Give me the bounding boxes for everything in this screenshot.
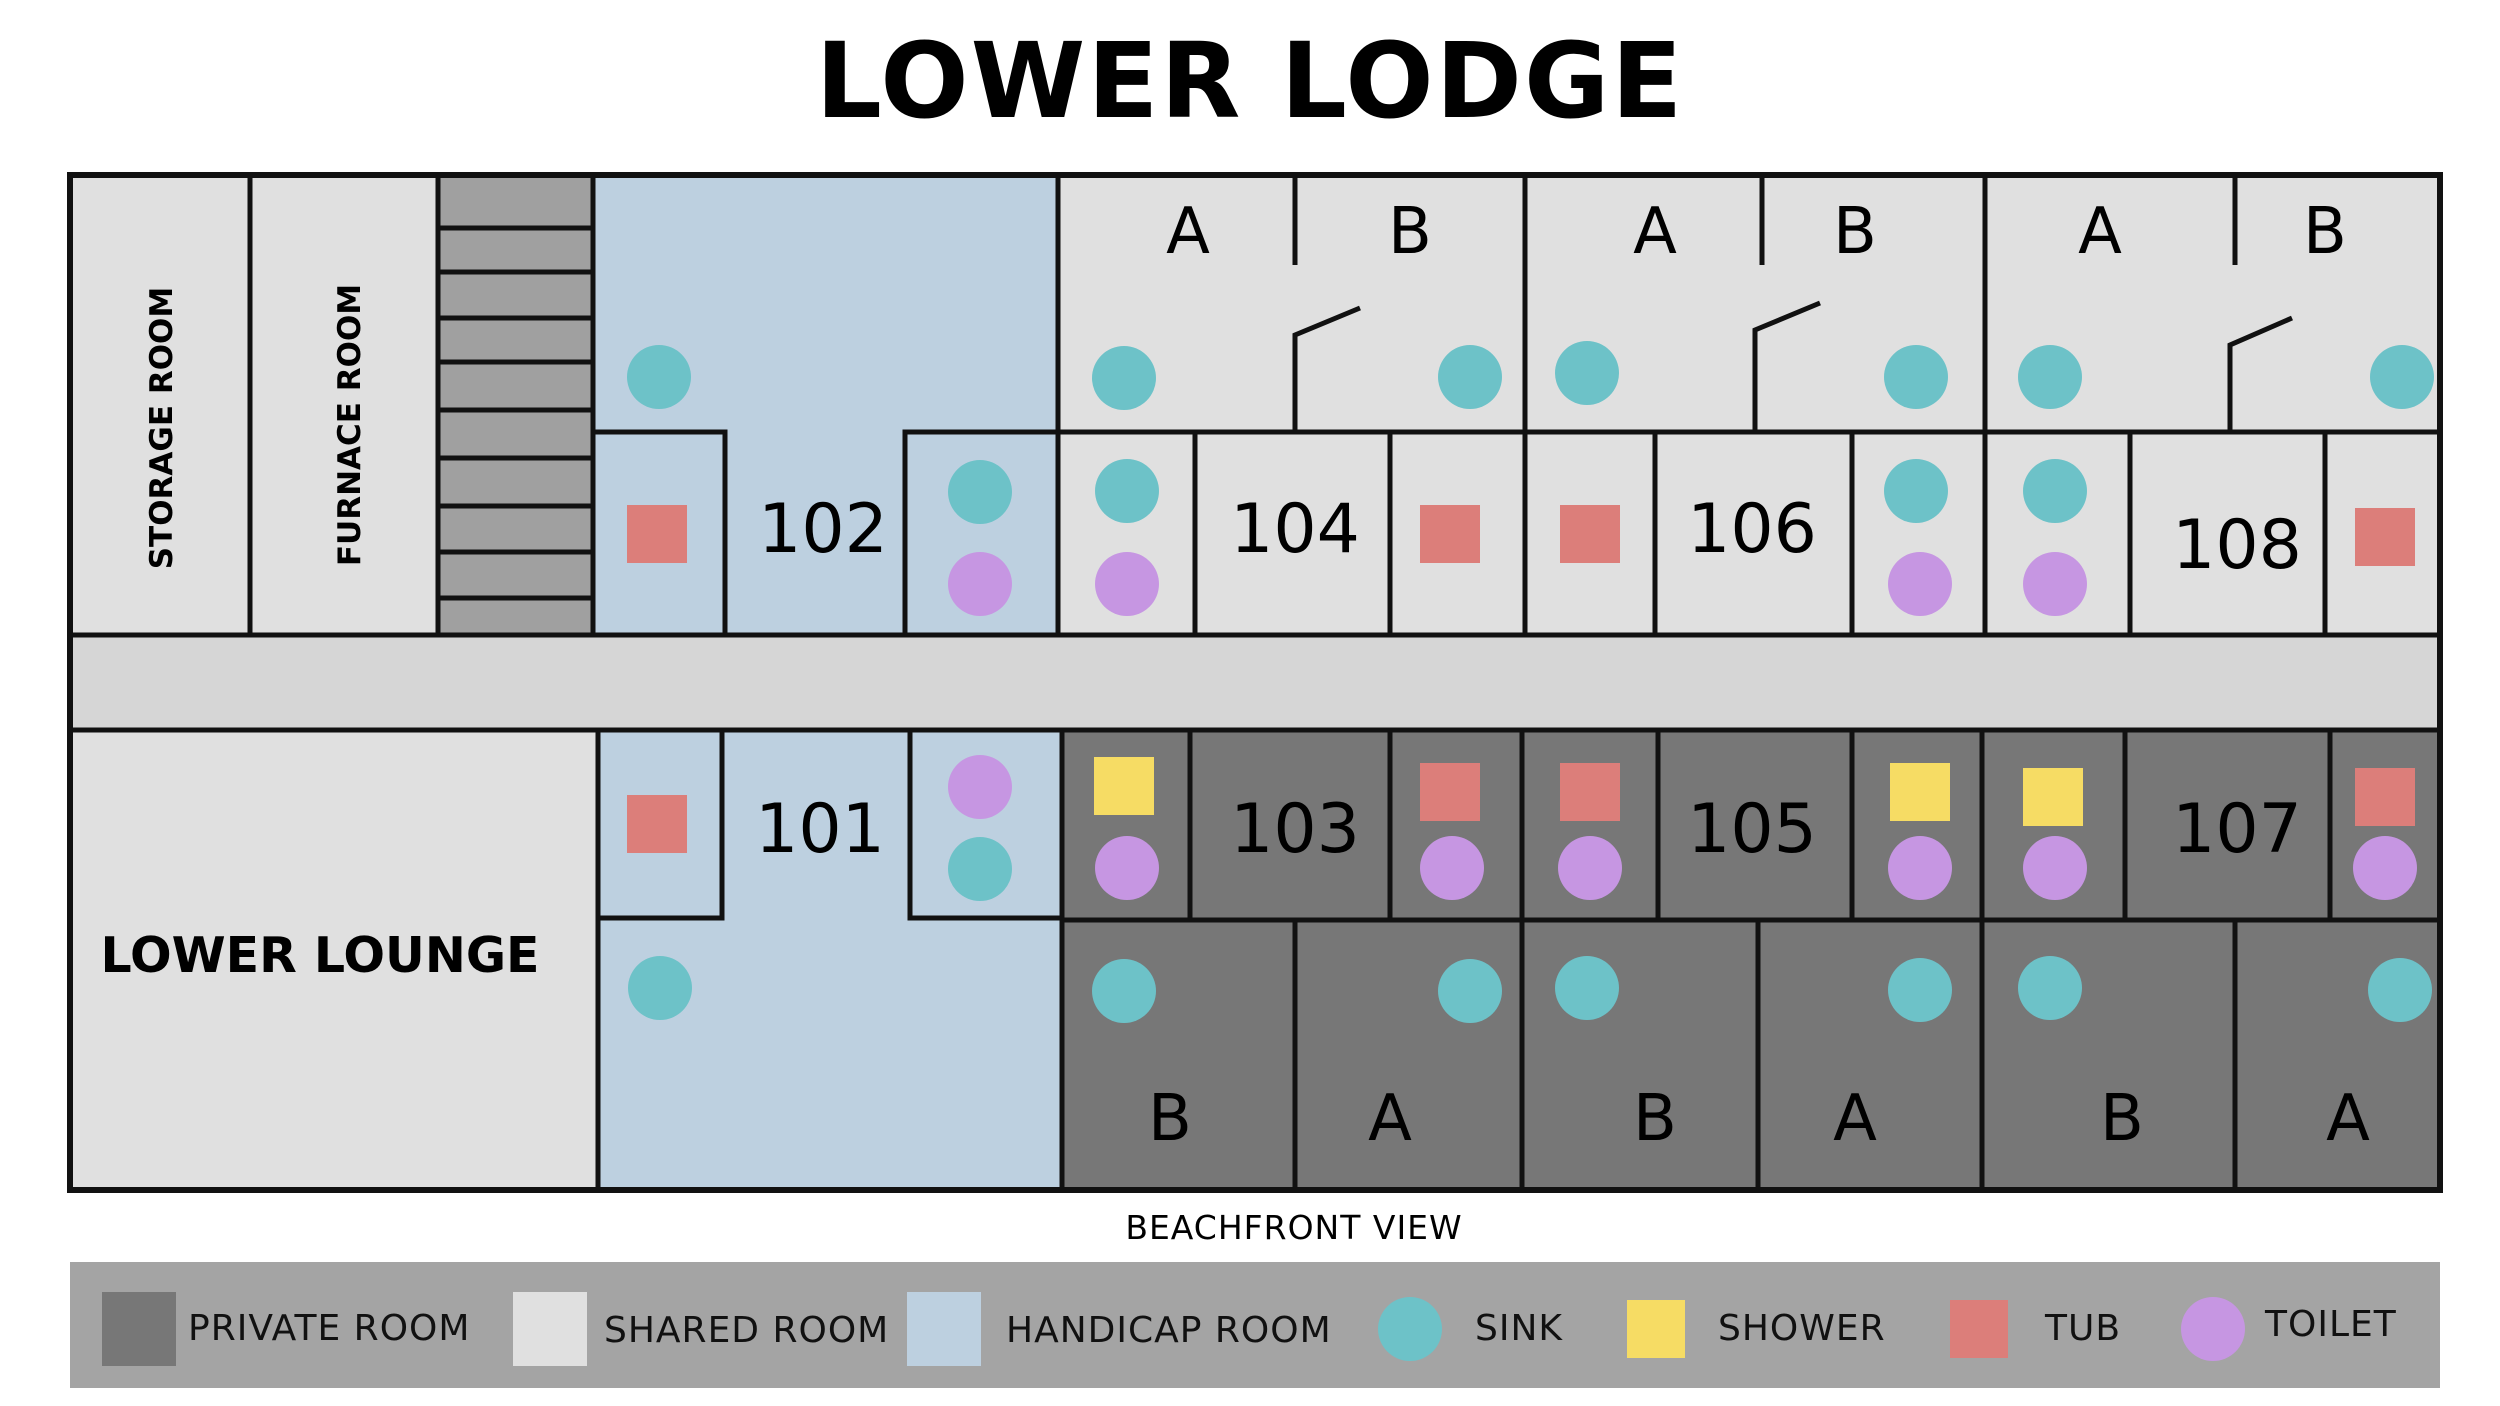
sink-icon — [1092, 346, 1156, 410]
sink-icon — [2370, 345, 2434, 409]
beachfront-view-label: BEACHFRONT VIEW — [1125, 1208, 1463, 1247]
bed-b-label: B — [2100, 1082, 2144, 1156]
sink-icon — [628, 956, 692, 1020]
legend-label: TOILET — [2265, 1304, 2397, 1345]
legend-label: SHOWER — [1718, 1308, 1886, 1349]
room-105-label: 105 — [1687, 790, 1817, 869]
room-106-label: 106 — [1687, 490, 1817, 569]
sink-icon — [1884, 459, 1948, 523]
bed-a-label: A — [1166, 195, 1210, 269]
top-shared-rooms-fill — [1058, 175, 2440, 635]
sink-icon — [2018, 345, 2082, 409]
room-107-label: 107 — [2172, 790, 2302, 869]
legend-label: PRIVATE ROOM — [188, 1308, 471, 1349]
furnace-room-fill — [250, 175, 438, 635]
tub-icon — [627, 505, 687, 563]
sink-icon — [1438, 959, 1502, 1023]
toilet-icon — [2353, 836, 2417, 900]
sink-icon — [1884, 345, 1948, 409]
room-108-label: 108 — [2172, 506, 2302, 585]
lounge-fill — [70, 730, 598, 1190]
legend-label: SHARED ROOM — [604, 1310, 890, 1351]
shower-icon — [1094, 757, 1154, 815]
private-room-swatch — [102, 1292, 176, 1366]
room-fills — [70, 175, 2440, 1190]
sink-icon — [1555, 956, 1619, 1020]
sink-icon — [948, 837, 1012, 901]
bottom-private-rooms-fill — [1062, 730, 2440, 1190]
shower-icon — [1890, 763, 1950, 821]
toilet-icon — [2181, 1297, 2245, 1361]
tub-icon — [627, 795, 687, 853]
room-103-label: 103 — [1230, 790, 1360, 869]
toilet-icon — [1095, 552, 1159, 616]
legend-label: HANDICAP ROOM — [1006, 1310, 1332, 1351]
room-101-label: 101 — [755, 790, 885, 869]
sink-icon — [1438, 345, 1502, 409]
sink-icon — [2368, 958, 2432, 1022]
sink-icon — [1092, 959, 1156, 1023]
toilet-icon — [1095, 836, 1159, 900]
furnace-room-label: FURNACE ROOM — [332, 284, 368, 566]
room-102-label: 102 — [758, 490, 888, 569]
hallway-fill — [70, 635, 2440, 730]
sink-icon — [948, 460, 1012, 524]
legend-label: TUB — [2045, 1308, 2122, 1349]
tub-icon — [1420, 505, 1480, 563]
toilet-icon — [1558, 836, 1622, 900]
room-104-label: 104 — [1230, 490, 1360, 569]
shared-room-swatch — [513, 1292, 587, 1366]
legend: PRIVATE ROOM SHARED ROOM HANDICAP ROOM S… — [70, 1262, 2440, 1388]
tub-icon — [1950, 1300, 2008, 1358]
toilet-icon — [2023, 836, 2087, 900]
handicap-room-swatch — [907, 1292, 981, 1366]
bed-b-label: B — [1148, 1082, 1192, 1156]
stairs — [438, 225, 593, 601]
walls — [67, 172, 2443, 1193]
tub-icon — [1560, 505, 1620, 563]
bed-b-label: B — [1633, 1082, 1677, 1156]
bed-a-label: A — [2078, 195, 2122, 269]
sink-icon — [1888, 958, 1952, 1022]
shower-icon — [1627, 1300, 1685, 1358]
fixtures — [627, 341, 2434, 1023]
tub-icon — [2355, 768, 2415, 826]
tub-icon — [1560, 763, 1620, 821]
bed-b-label: B — [2303, 195, 2347, 269]
bed-a-label: A — [1368, 1082, 1412, 1156]
sink-icon — [1555, 341, 1619, 405]
sink-icon — [627, 345, 691, 409]
bed-a-label: A — [1633, 195, 1677, 269]
bed-a-label: A — [1833, 1082, 1877, 1156]
bed-b-label: B — [1833, 195, 1877, 269]
tub-icon — [2355, 508, 2415, 566]
stairs-fill — [438, 175, 593, 635]
storage-room-fill — [70, 175, 250, 635]
toilet-icon — [948, 552, 1012, 616]
sink-icon — [2018, 956, 2082, 1020]
lower-lounge-label: LOWER LOUNGE — [100, 927, 539, 984]
toilet-icon — [1888, 836, 1952, 900]
toilet-icon — [948, 755, 1012, 819]
sink-icon — [1095, 459, 1159, 523]
bed-b-label: B — [1388, 195, 1432, 269]
toilet-icon — [1888, 552, 1952, 616]
sink-icon — [1378, 1297, 1442, 1361]
page-title: LOWER LODGE — [815, 20, 1685, 142]
legend-label: SINK — [1475, 1308, 1564, 1349]
toilet-icon — [2023, 552, 2087, 616]
storage-room-label: STORAGE ROOM — [144, 287, 180, 570]
sink-icon — [2023, 459, 2087, 523]
toilet-icon — [1420, 836, 1484, 900]
room-labels: STORAGE ROOM FURNACE ROOM 102 104 106 10… — [100, 195, 2370, 1156]
tub-icon — [1420, 763, 1480, 821]
bed-a-label: A — [2326, 1082, 2370, 1156]
shower-icon — [2023, 768, 2083, 826]
